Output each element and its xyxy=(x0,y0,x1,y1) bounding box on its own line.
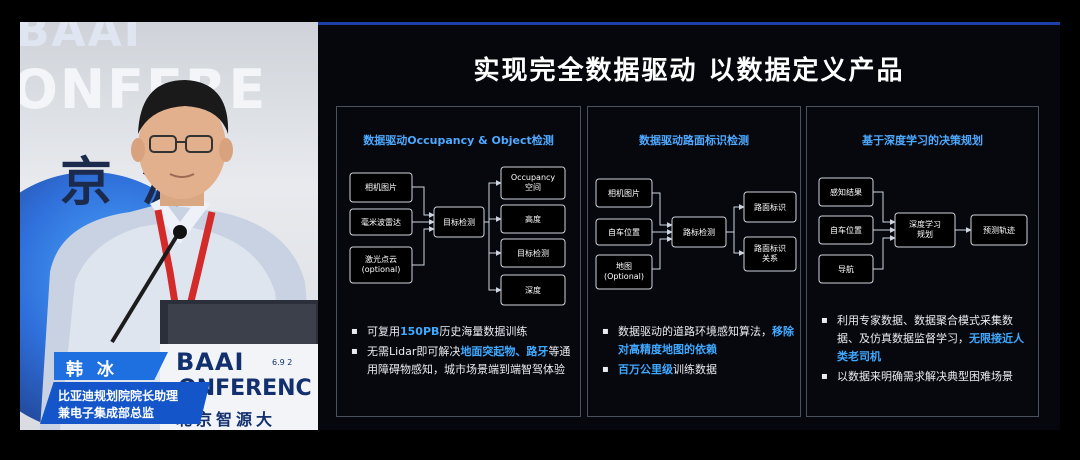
bullet-list: 利用专家数据、数据聚合模式采集数据、及仿真数据监督学习，无限接近人类老司机以数据… xyxy=(821,312,1033,388)
center-node: 路标检测 xyxy=(683,227,715,237)
bullet-text: 以数据来明确需求解决典型困难场景 xyxy=(837,370,1013,383)
highlighted-text: 150PB xyxy=(400,325,440,338)
input-node: 毫米波雷达 xyxy=(361,217,401,227)
backdrop-text-top: BAAI xyxy=(20,22,143,57)
bullet-text: 训练数据 xyxy=(673,363,717,376)
input-node: 相机图片 xyxy=(365,182,397,192)
highlighted-text: 移除对高精度地图的依赖 xyxy=(618,325,794,356)
panel-title: 数据驱动Occupancy & Object检测 xyxy=(363,134,554,147)
output-node: 路面标识 xyxy=(754,202,786,212)
input-node: 感知结果 xyxy=(830,187,862,197)
output-node: 目标检测 xyxy=(517,248,549,258)
bullet-text: 等通用障碍物感知，城市场景端到端智驾体验 xyxy=(367,345,571,376)
top-accent-line xyxy=(20,22,1060,25)
speaker-camera-view: BAAI ONFERE 京源 xyxy=(20,22,318,430)
bullet-item: 数据驱动的道路环境感知算法，移除对高精度地图的依赖 xyxy=(602,323,802,359)
podium-laptop xyxy=(168,304,316,344)
speaker-title-line2: 兼电子集成部总监 xyxy=(58,406,155,420)
input-node: 导航 xyxy=(838,264,854,274)
output-node: 深度 xyxy=(525,285,541,295)
bullet-item: 无需Lidar即可解决地面突起物、路牙等通用障碍物感知，城市场景端到端智驾体验 xyxy=(351,343,576,379)
bullet-item: 以数据来明确需求解决典型困难场景 xyxy=(821,368,1033,386)
flow-diagram: 感知结果 自车位置 导航 深度学习规划 预测轨迹 xyxy=(818,177,1028,284)
output-node: 路面标识关系 xyxy=(754,243,786,263)
speaker-name-plate: 韩 冰 xyxy=(54,352,168,380)
bullet-text: 利用专家数据、数据聚合模式采集数据、及仿真数据监督学习， xyxy=(837,314,1013,345)
flow-diagram: 相机图片 毫米波雷达 激光点云(optional) 目标检测 Occupancy… xyxy=(349,166,566,306)
panel-title: 数据驱动路面标识检测 xyxy=(639,134,749,147)
bullet-item: 可复用150PB历史海量数据训练 xyxy=(351,323,576,341)
input-node: 相机图片 xyxy=(608,188,640,198)
bullet-list: 可复用150PB历史海量数据训练无需Lidar即可解决地面突起物、路牙等通用障碍… xyxy=(351,323,576,381)
video-frame: BAAI ONFERE 京源 xyxy=(20,22,1060,430)
podium-banner-date: 6.9 2 xyxy=(272,358,293,367)
output-node: 高度 xyxy=(525,214,541,224)
bullet-list: 数据驱动的道路环境感知算法，移除对高精度地图的依赖百万公里级训练数据 xyxy=(602,323,802,381)
panel-road-marking-detection: 数据驱动路面标识检测 xyxy=(587,106,801,417)
bullet-item: 利用专家数据、数据聚合模式采集数据、及仿真数据监督学习，无限接近人类老司机 xyxy=(821,312,1033,366)
panel-decision-planning: 基于深度学习的决策规划 xyxy=(806,106,1039,417)
center-node: 目标检测 xyxy=(443,217,475,227)
flow-diagram: 相机图片 自车位置 地图(Optional) 路标检测 路面标识 路面标识关系 xyxy=(595,178,797,290)
input-node: 地图(Optional) xyxy=(604,261,644,281)
panel-title: 基于深度学习的决策规划 xyxy=(862,134,983,147)
presentation-slide: 实现完全数据驱动 以数据定义产品 数据驱动Occupancy & Object检… xyxy=(318,28,1060,430)
speaker-title-plate: 比亚迪规划院院长助理 兼电子集成部总监 xyxy=(40,382,210,424)
speaker-name: 韩 冰 xyxy=(66,360,118,380)
input-node: 自车位置 xyxy=(830,225,862,235)
podium-banner-line1: BAAI xyxy=(176,348,245,376)
output-node: 预测轨迹 xyxy=(983,225,1015,235)
bullet-text: 历史海量数据训练 xyxy=(439,325,528,338)
speaker-title-line1: 比亚迪规划院院长助理 xyxy=(58,389,179,403)
bullet-text: 数据驱动的道路环境感知算法， xyxy=(618,325,772,338)
bullet-text: 可复用 xyxy=(367,325,400,338)
highlighted-text: 无限接近人类老司机 xyxy=(837,332,1024,363)
slide-title: 实现完全数据驱动 以数据定义产品 xyxy=(473,56,905,86)
input-node: 自车位置 xyxy=(608,227,640,237)
bullet-item: 百万公里级训练数据 xyxy=(602,361,802,379)
highlighted-text: 百万公里级 xyxy=(618,363,673,376)
center-node: 深度学习规划 xyxy=(909,219,941,239)
highlighted-text: 地面突起物、路牙 xyxy=(460,345,549,358)
input-node: 激光点云(optional) xyxy=(362,254,401,274)
bullet-text: 无需Lidar即可解决 xyxy=(367,345,461,358)
panel-occupancy-detection: 数据驱动Occupancy & Object检测 xyxy=(336,106,581,417)
